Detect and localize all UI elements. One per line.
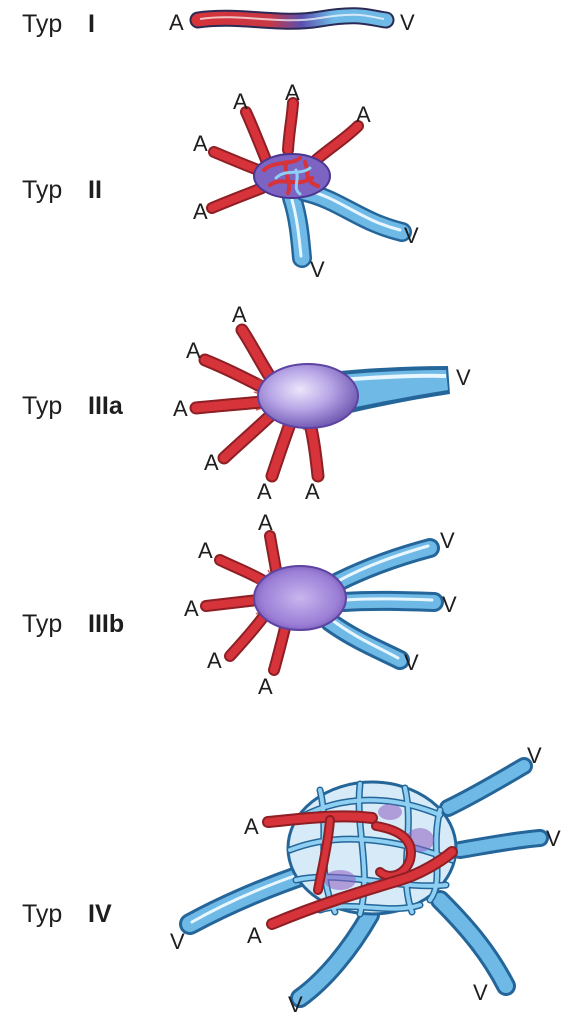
artery-label: A bbox=[258, 674, 273, 699]
artery-label: A bbox=[198, 538, 213, 563]
vein-label: V bbox=[546, 826, 561, 851]
vein-label: V bbox=[527, 743, 542, 768]
artery-label: A bbox=[247, 923, 262, 948]
vein-label: V bbox=[170, 929, 185, 954]
vein-label: V bbox=[442, 592, 457, 617]
vein-label: V bbox=[440, 528, 455, 553]
vein-label: V bbox=[400, 10, 415, 35]
artery-label: A bbox=[193, 131, 208, 156]
vein-label: V bbox=[404, 650, 419, 675]
type-I-fistula bbox=[198, 15, 386, 22]
artery-label: A bbox=[232, 302, 247, 327]
artery-label: A bbox=[184, 596, 199, 621]
vein-label: V bbox=[404, 223, 419, 248]
artery-label: A bbox=[204, 450, 219, 475]
vein-label: V bbox=[473, 980, 488, 1005]
artery-label: A bbox=[356, 102, 371, 127]
artery-label: A bbox=[233, 89, 248, 114]
artery-label: A bbox=[257, 479, 272, 504]
artery-label: A bbox=[305, 479, 320, 504]
vein-label: V bbox=[456, 365, 471, 390]
artery-label: A bbox=[186, 338, 201, 363]
artery-label: A bbox=[169, 10, 184, 35]
type-IIIa-lesion bbox=[196, 330, 450, 476]
artery-label: A bbox=[285, 80, 300, 105]
vein-label: V bbox=[288, 992, 303, 1016]
artery-label: A bbox=[173, 396, 188, 421]
vein-label: V bbox=[310, 257, 325, 282]
artery-label: A bbox=[244, 814, 259, 839]
artery-label: A bbox=[193, 199, 208, 224]
artery-label: A bbox=[258, 510, 273, 535]
artery-label: A bbox=[207, 648, 222, 673]
type-IIIb-lesion bbox=[206, 536, 434, 670]
type-II-lesion bbox=[212, 103, 402, 258]
type-IV-lesion bbox=[190, 766, 540, 998]
